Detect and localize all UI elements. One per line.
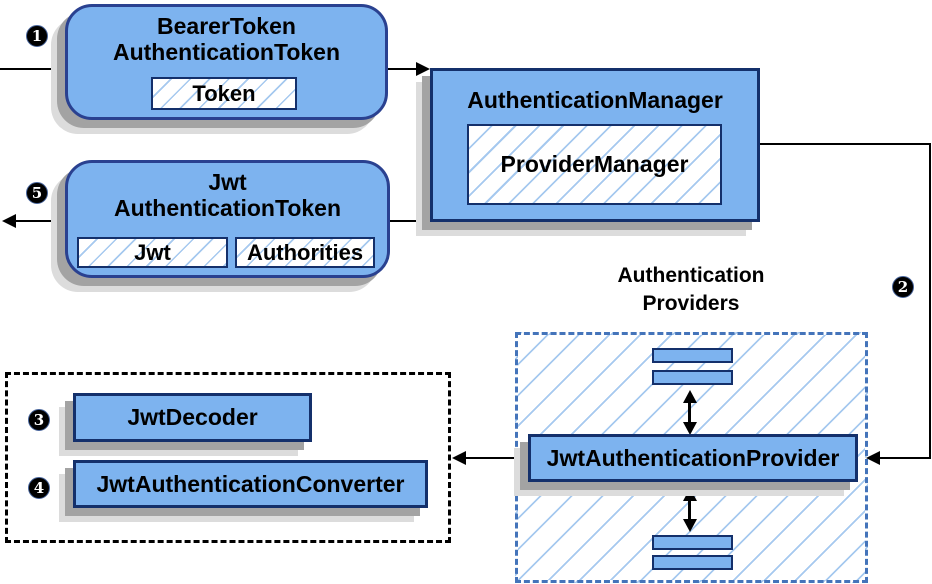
provider-list-upper-link-line [688, 400, 691, 426]
arrowhead-up-icon [683, 488, 697, 501]
node-jwt-authentication-token: Jwt AuthenticationToken Jwt Authorities [65, 160, 390, 278]
other-provider-bar [652, 555, 733, 570]
connector-request-in-line [0, 68, 64, 70]
step-1-badge: 1 [26, 25, 48, 47]
step-3-badge: 3 [28, 409, 50, 431]
arrowhead-left-icon [452, 451, 466, 465]
connector-bearer-to-manager-line [388, 68, 418, 70]
arrowhead-left-icon [2, 214, 16, 228]
jwt-token-title: Jwt AuthenticationToken [113, 169, 341, 221]
token-field-label: Token [192, 80, 256, 106]
step-5-badge: 5 [26, 182, 48, 204]
connector-manager-right-line [758, 143, 931, 145]
step-2-badge: 2 [892, 276, 914, 298]
arrowhead-down-icon [683, 422, 697, 435]
jwt-authentication-provider-label: JwtAuthenticationProvider [546, 444, 840, 471]
token-field: Token [151, 77, 297, 110]
authorities-field-label: Authorities [246, 239, 364, 265]
other-provider-bar [652, 348, 733, 363]
connector-provider-to-decoder-line [464, 457, 518, 459]
jwt-field: Jwt [77, 237, 228, 268]
jwt-authentication-converter-label: JwtAuthenticationConverter [96, 470, 405, 497]
other-provider-bar [652, 535, 733, 550]
arrowhead-right-icon [416, 62, 430, 76]
node-jwt-authentication-converter: JwtAuthenticationConverter [73, 460, 428, 508]
other-provider-bar [652, 370, 733, 385]
step-4-badge: 4 [28, 477, 50, 499]
authentication-providers-label: Authentication Providers [617, 264, 765, 315]
authentication-manager-title: AuthenticationManager [467, 87, 723, 113]
connector-right-vertical-line [929, 143, 931, 459]
authorities-field: Authorities [235, 237, 375, 268]
provider-manager-label: ProviderManager [500, 151, 689, 177]
provider-manager-box: ProviderManager [467, 124, 722, 205]
node-jwt-authentication-provider: JwtAuthenticationProvider [528, 434, 858, 482]
node-authentication-manager: AuthenticationManager ProviderManager [430, 68, 760, 222]
arrowhead-left-icon [866, 451, 880, 465]
node-bearer-token-authentication-token: BearerToken AuthenticationToken Token [65, 4, 388, 120]
decoder-converter-group-box [5, 372, 451, 543]
connector-into-provider-line [878, 457, 931, 459]
arrowhead-down-icon [683, 519, 697, 532]
connector-manager-to-jwt-token-line [388, 220, 432, 222]
bearer-token-title: BearerToken AuthenticationToken [112, 13, 340, 65]
provider-list-lower-link-line [688, 498, 691, 522]
connector-response-out-line [14, 220, 66, 222]
node-jwt-decoder: JwtDecoder [73, 393, 312, 442]
arrowhead-up-icon [683, 390, 697, 403]
jwt-field-label: Jwt [134, 239, 171, 265]
jwt-decoder-label: JwtDecoder [127, 404, 258, 430]
